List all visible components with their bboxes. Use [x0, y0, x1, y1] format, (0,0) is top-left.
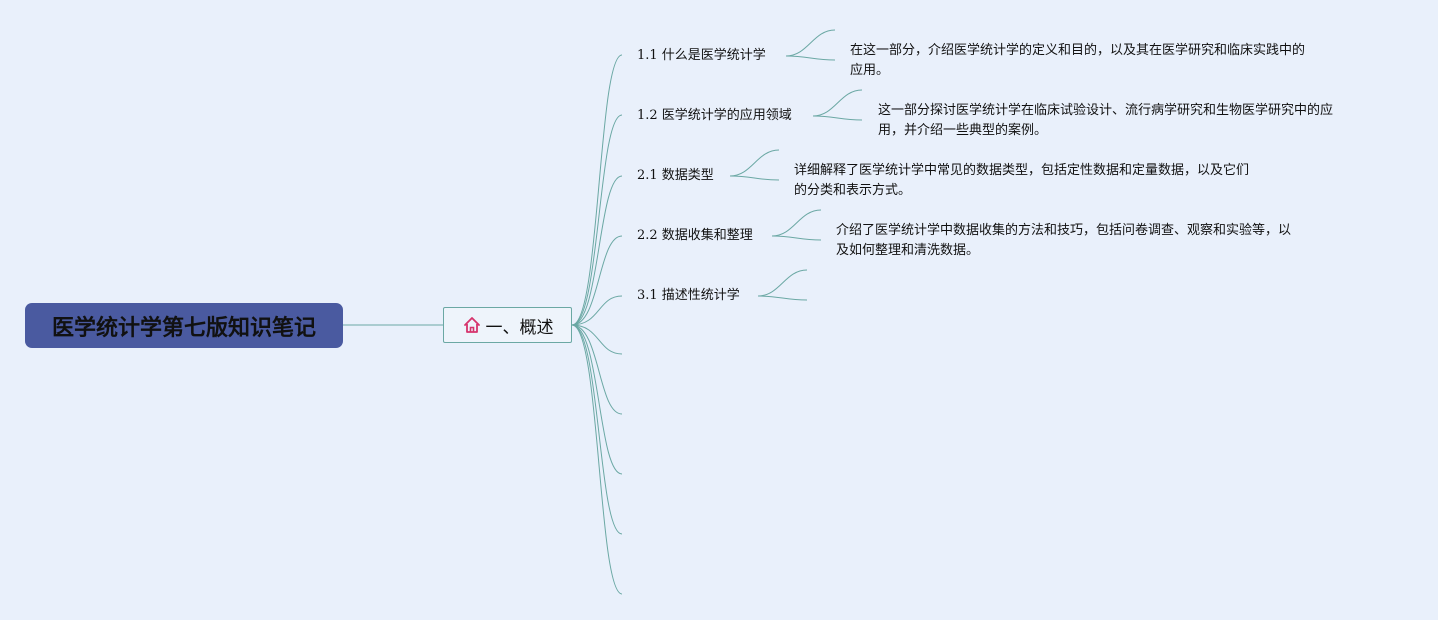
- note-hook-top-4: [757, 269, 808, 297]
- branch-connector-0: [571, 54, 623, 326]
- root-topic-label: 医学统计学第七版知识笔记: [51, 315, 316, 341]
- branch-connector-3: [571, 235, 623, 326]
- note-hook-bottom-0: [785, 55, 836, 61]
- note-1-2[interactable]: 这一部分探讨医学统计学在临床试验设计、流行病学研究和生物医学研究中的应 用，并介…: [878, 101, 1333, 141]
- branch-connector-7: [571, 324, 623, 475]
- note-hook-bottom-4: [757, 295, 808, 301]
- subtopic-2-2[interactable]: 2.2 数据收集和整理: [637, 228, 753, 243]
- note-hook-top-0: [785, 29, 836, 57]
- note-hook-bottom-3: [771, 235, 822, 241]
- note-hook-bottom-2: [729, 175, 780, 181]
- note-hook-bottom-1: [812, 115, 863, 121]
- branch-connector-2: [571, 175, 623, 326]
- branch-connector-9: [571, 324, 623, 595]
- branch-connector-5: [571, 324, 623, 355]
- branch-connector-1: [571, 114, 623, 326]
- subtopic-1-2[interactable]: 1.2 医学统计学的应用领域: [637, 108, 792, 123]
- note-2-2[interactable]: 介绍了医学统计学中数据收集的方法和技巧，包括问卷调查、观察和实验等，以 及如何整…: [836, 221, 1291, 261]
- note-2-1[interactable]: 详细解释了医学统计学中常见的数据类型，包括定性数据和定量数据，以及它们 的分类和…: [794, 161, 1249, 201]
- subtopic-3-1[interactable]: 3.1 描述性统计学: [637, 288, 740, 303]
- branch-connector-8: [571, 324, 623, 535]
- main-topic-overview[interactable]: 一、概述: [443, 307, 572, 343]
- note-line: 及如何整理和清洗数据。: [836, 243, 980, 258]
- main-topic-label: 一、概述: [485, 317, 554, 338]
- note-line: 介绍了医学统计学中数据收集的方法和技巧，包括问卷调查、观察和实验等，以: [836, 223, 1292, 238]
- note-line: 用，并介绍一些典型的案例。: [878, 123, 1048, 138]
- subtopic-1-1[interactable]: 1.1 什么是医学统计学: [637, 48, 766, 63]
- note-line: 这一部分探讨医学统计学在临床试验设计、流行病学研究和生物医学研究中的应: [878, 103, 1334, 118]
- note-line: 的分类和表示方式。: [794, 183, 912, 198]
- note-hook-top-2: [729, 149, 780, 177]
- note-line: 详细解释了医学统计学中常见的数据类型，包括定性数据和定量数据，以及它们: [794, 163, 1250, 178]
- note-line: 在这一部分，介绍医学统计学的定义和目的，以及其在医学研究和临床实践中的: [850, 43, 1306, 58]
- root-topic[interactable]: 医学统计学第七版知识笔记: [25, 303, 343, 348]
- branch-connector-6: [571, 324, 623, 415]
- note-line: 应用。: [850, 63, 890, 78]
- note-hook-top-3: [771, 209, 822, 237]
- branch-connector-4: [571, 295, 623, 326]
- home-icon: [463, 317, 480, 333]
- note-1-1[interactable]: 在这一部分，介绍医学统计学的定义和目的，以及其在医学研究和临床实践中的 应用。: [850, 41, 1305, 81]
- subtopic-2-1[interactable]: 2.1 数据类型: [637, 168, 714, 183]
- note-hook-top-1: [812, 89, 863, 117]
